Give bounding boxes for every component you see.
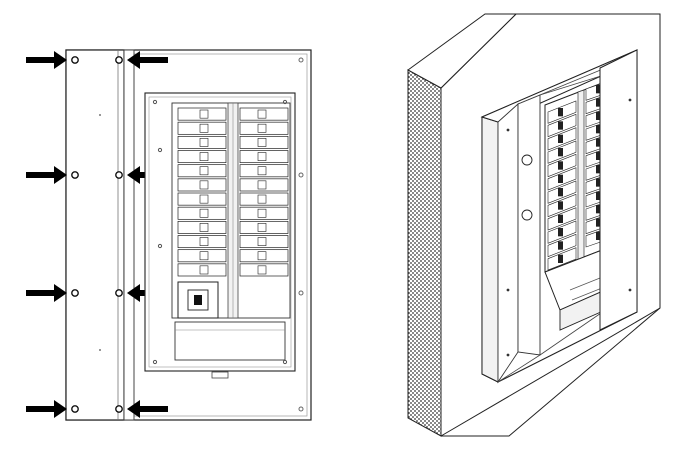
breaker-module	[239, 263, 289, 277]
breaker-module	[177, 164, 227, 178]
knockout-icon	[521, 209, 533, 221]
iso-breaker-module	[547, 153, 577, 178]
screw-icon	[115, 171, 123, 179]
screw-icon	[71, 289, 79, 297]
cover-screws	[71, 56, 123, 413]
screw-icon	[115, 56, 123, 64]
breaker-module	[177, 135, 227, 149]
wall-cut-section	[407, 69, 442, 437]
breaker-column-right	[239, 107, 289, 277]
iso-breaker-column-left	[547, 100, 577, 271]
breaker-module	[177, 263, 227, 277]
left-cover-strip	[65, 49, 125, 421]
iso-center-bus	[577, 89, 585, 261]
breaker-module	[177, 220, 227, 234]
breaker-module	[177, 178, 227, 192]
iso-breaker-module	[547, 193, 577, 218]
trim-flange	[599, 49, 638, 331]
breaker-module	[239, 220, 289, 234]
wall-cut-top	[407, 13, 518, 89]
iso-breaker-module	[547, 220, 577, 244]
breaker-module	[177, 249, 227, 263]
iso-breaker-module	[547, 167, 577, 191]
arrow-right-icon	[26, 166, 67, 184]
breaker-module	[239, 107, 289, 121]
breaker-module	[239, 249, 289, 263]
iso-breaker-module	[547, 247, 577, 271]
screw-icon	[71, 56, 79, 64]
breaker-module	[177, 206, 227, 220]
inner-right-wall	[517, 94, 541, 356]
iso-breaker-module	[547, 127, 577, 151]
iso-breaker-module	[547, 140, 577, 164]
arrow-left-icon	[127, 400, 168, 418]
arrow-right-icon	[26, 51, 67, 69]
screw-icon	[115, 289, 123, 297]
breaker-module	[239, 135, 289, 149]
iso-breaker-module	[547, 233, 577, 258]
breaker-module	[239, 121, 289, 135]
arrow-left-icon	[127, 51, 168, 69]
breaker-module	[177, 235, 227, 249]
arrow-right-icon	[26, 400, 67, 418]
breaker-module	[177, 107, 227, 121]
breaker-module	[239, 192, 289, 206]
iso-breaker-module	[547, 113, 577, 138]
screw-icon	[71, 405, 79, 413]
knockout-icon	[521, 154, 533, 166]
breaker-column-left	[177, 107, 227, 277]
breaker-module	[239, 235, 289, 249]
back-box-left-side	[481, 116, 499, 383]
breaker-module	[177, 150, 227, 164]
breaker-module	[239, 206, 289, 220]
breaker-module	[239, 150, 289, 164]
iso-breaker-module	[547, 180, 577, 204]
breaker-module	[239, 164, 289, 178]
breaker-module	[177, 192, 227, 206]
breaker-module	[239, 178, 289, 192]
bottom-gutter	[174, 321, 286, 361]
inner-left-wall	[497, 102, 519, 384]
screw-icon	[71, 171, 79, 179]
isometric-wall-view	[407, 13, 661, 437]
front-elevation-view	[26, 49, 312, 421]
breaker-module	[177, 121, 227, 135]
center-cover-strip	[123, 49, 135, 421]
screw-icon	[115, 405, 123, 413]
iso-breaker-module	[547, 100, 577, 124]
iso-breaker-module	[547, 207, 577, 231]
arrow-right-icon	[26, 284, 67, 302]
